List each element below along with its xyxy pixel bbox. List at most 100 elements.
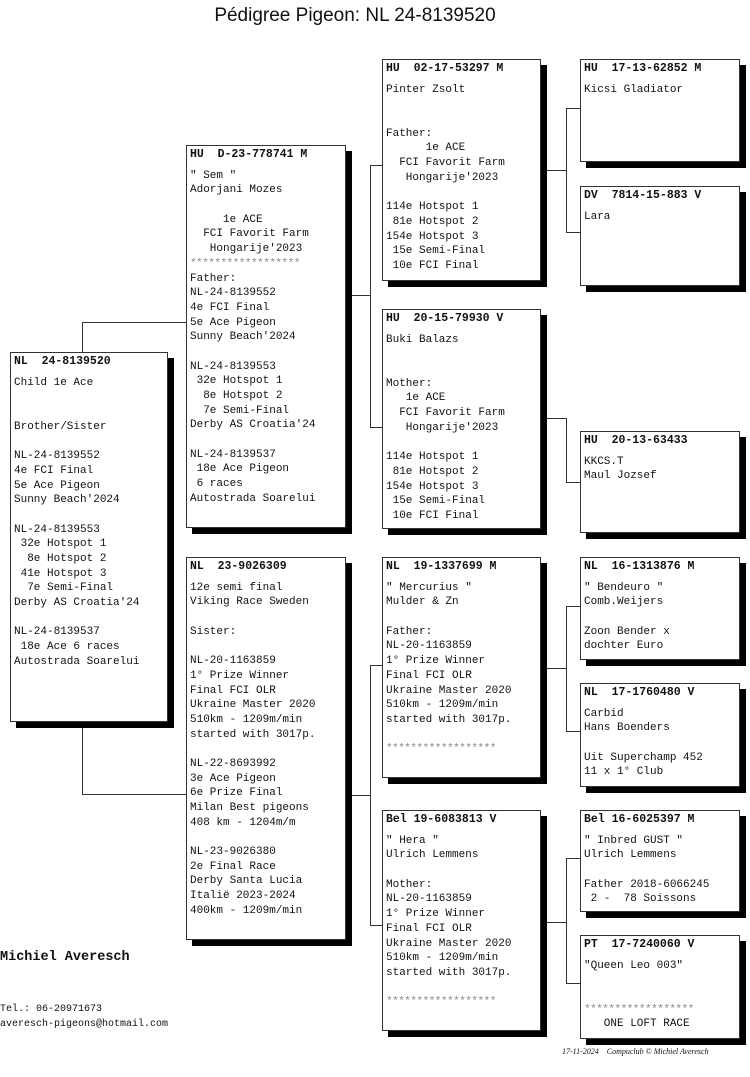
- pigeon-info-line: NL-20-1163859: [386, 893, 472, 906]
- pigeon-ring-number: DV 7814-15-883 V: [584, 189, 702, 202]
- pigeon-info-line: ******************: [584, 1003, 694, 1016]
- connector-line: [346, 795, 370, 796]
- footer-date: 17-11-2024: [562, 1047, 599, 1056]
- connector-line: [82, 322, 186, 323]
- pigeon-info-line: Brother/Sister: [14, 420, 107, 433]
- pigeon-info-line: 1° Prize Winner: [386, 908, 486, 921]
- pigeon-info-line: 154e Hotspot 3: [386, 480, 479, 493]
- pigeon-info-line: 1° Prize Winner: [386, 655, 486, 668]
- pigeon-info-line: FCI Favorit Farm: [386, 407, 505, 420]
- pigeon-info-line: ONE LOFT RACE: [584, 1018, 690, 1031]
- pigeon-info-line: 10e FCI Final: [386, 259, 479, 272]
- pigeon-info-line: Hongarije'2023: [386, 421, 499, 434]
- pigeon-info-line: Buki Balazs: [386, 333, 459, 346]
- pigeon-info-line: NL-20-1163859: [386, 640, 472, 653]
- connector-line: [370, 165, 382, 166]
- connector-line: [370, 165, 371, 428]
- pigeon-info-line: Father 2018-6066245: [584, 878, 710, 891]
- pigeon-info-line: 32e Hotspot 1: [14, 538, 107, 551]
- connector-line: [82, 322, 83, 352]
- connector-line: [566, 482, 580, 483]
- pigeon-info-line: Uit Superchamp 452: [584, 751, 703, 764]
- pigeon-ring-number: NL 19-1337699 M: [386, 560, 497, 573]
- pigeon-info-line: [584, 863, 736, 878]
- pigeon-info-line: 2 - 78 Soissons: [584, 893, 697, 906]
- pigeon-card-dd-sire[interactable]: Bel 16-6025397 M" Inbred GUST "Ulrich Le…: [580, 810, 740, 912]
- pigeon-info-line: " Sem ": [190, 169, 237, 182]
- pigeon-info-line: 4e FCI Final: [190, 301, 270, 314]
- pigeon-info-line: Father:: [386, 625, 433, 638]
- pigeon-info-line: 114e Hotspot 1: [386, 201, 479, 214]
- pigeon-ring-number: HU 02-17-53297 M: [386, 62, 504, 75]
- pigeon-ring-number: NL 23-9026309: [190, 560, 287, 573]
- pigeon-info-line: Final FCI OLR: [386, 669, 472, 682]
- pigeon-info-line: Italië 2023-2024: [190, 890, 296, 903]
- pigeon-info-line: Carbid: [584, 707, 624, 720]
- connector-line: [566, 108, 580, 109]
- pigeon-info-line: FCI Favorit Farm: [190, 228, 309, 241]
- pigeon-card-sire[interactable]: HU D-23-778741 M" Sem "Adorjani Mozes 1e…: [186, 145, 346, 528]
- pigeon-info-line: Child 1e Ace: [14, 376, 94, 389]
- pigeon-info-line: 7e Semi-Final: [190, 404, 290, 417]
- connector-line: [370, 427, 382, 428]
- pigeon-info-line: Autostrada Soarelui: [190, 492, 316, 505]
- pigeon-info-line: [190, 198, 342, 213]
- pigeon-info-line: Ulrich Lemmens: [386, 849, 479, 862]
- pigeon-info-line: 12e semi final: [190, 581, 283, 594]
- pigeon-info-line: Kicsi Gladiator: [584, 83, 684, 96]
- connector-line: [370, 925, 382, 926]
- pigeon-info-line: 3e Ace Pigeon: [190, 772, 276, 785]
- pigeon-info-line: 510km - 1209m/min: [190, 713, 303, 726]
- pigeon-info-line: ******************: [190, 257, 300, 270]
- connector-line: [566, 731, 580, 732]
- pigeon-info-line: " Inbred GUST ": [584, 834, 684, 847]
- pigeon-info-line: NL-22-8693992: [190, 757, 276, 770]
- pigeon-info-line: "Queen Leo 003": [584, 959, 684, 972]
- pigeon-info-line: Sister:: [190, 625, 237, 638]
- pigeon-info-line: Zoon Bender x: [584, 625, 670, 638]
- pigeon-info-line: Milan Best pigeons: [190, 802, 309, 815]
- connector-line: [82, 722, 83, 794]
- pigeon-info-line: Adorjani Mozes: [190, 184, 283, 197]
- pigeon-info-line: [386, 863, 537, 878]
- pigeon-info-line: 18e Ace Pigeon: [190, 463, 290, 476]
- pigeon-info-line: 5e Ace Pigeon: [190, 316, 276, 329]
- pigeon-info-line: " Bendeuro ": [584, 581, 664, 594]
- pigeon-info-line: 510km - 1209m/min: [386, 699, 499, 712]
- owner-email[interactable]: averesch-pigeons@hotmail.com: [0, 1019, 169, 1030]
- pigeon-info-line: 400km - 1209m/min: [190, 904, 303, 917]
- pigeon-info-line: [190, 742, 342, 757]
- pigeon-card-dd-dam[interactable]: PT 17-7240060 V"Queen Leo 003"**********…: [580, 935, 740, 1039]
- pigeon-info-line: ******************: [386, 996, 496, 1009]
- pigeon-info-line: 8e Hotspot 2: [190, 390, 283, 403]
- connector-line: [541, 668, 566, 669]
- connector-line: [566, 232, 580, 233]
- pigeon-info-line: [190, 345, 342, 360]
- pigeon-info-line: 8e Hotspot 2: [14, 552, 107, 565]
- connector-line: [346, 295, 370, 296]
- pigeon-info-line: 1e ACE: [386, 392, 446, 405]
- pigeon-info-line: 114e Hotspot 1: [386, 451, 479, 464]
- pigeon-ring-number: NL 16-1313876 M: [584, 560, 695, 573]
- pigeon-info-line: Ukraine Master 2020: [190, 699, 316, 712]
- pigeon-ring-number: Bel 16-6025397 M: [584, 813, 695, 826]
- pigeon-ring-number: Bel 19-6083813 V: [386, 813, 497, 826]
- pigeon-info-line: 1e ACE: [190, 213, 263, 226]
- pigeon-info-line: Mother:: [386, 878, 433, 891]
- pigeon-info-line: Derby AS Croatia'24: [190, 419, 316, 432]
- pigeon-info-line: [14, 390, 164, 405]
- pigeon-info-line: [386, 347, 537, 362]
- pigeon-info-line: Final FCI OLR: [190, 684, 276, 697]
- pigeon-info-line: 2e Final Race: [190, 860, 276, 873]
